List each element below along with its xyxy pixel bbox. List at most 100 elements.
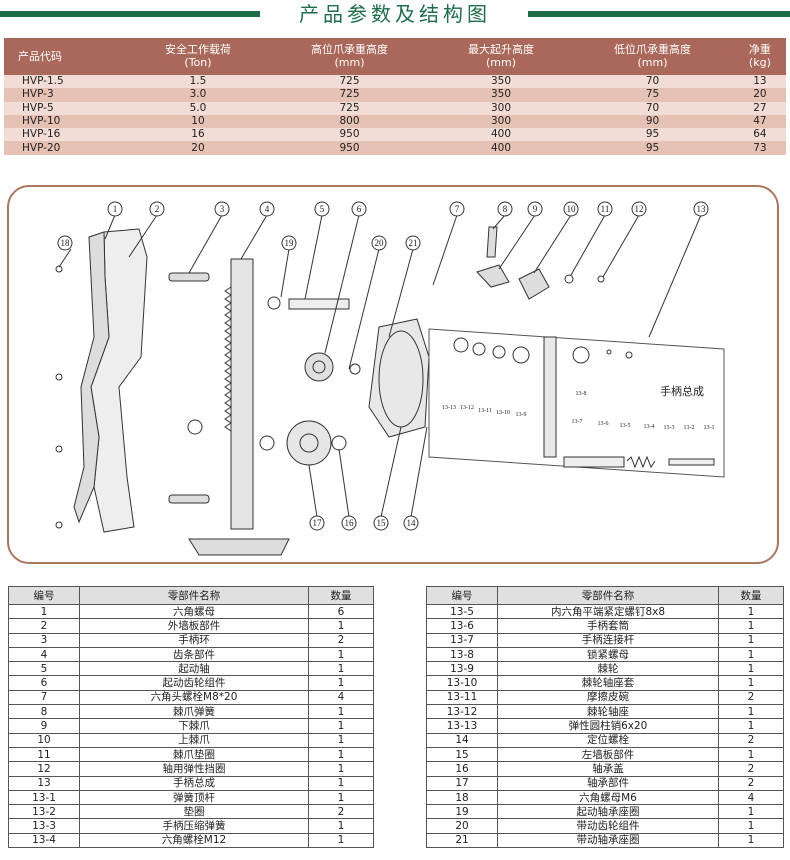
part-number: 11 bbox=[8, 746, 80, 763]
part-quantity: 1 bbox=[718, 818, 784, 834]
header-rule-left bbox=[0, 11, 260, 17]
callout-18: 18 bbox=[61, 238, 71, 248]
part-quantity: 1 bbox=[308, 618, 374, 634]
part-number: 13-4 bbox=[8, 832, 80, 849]
part-number: 7 bbox=[8, 689, 80, 706]
spec-cell: 300 bbox=[430, 114, 572, 129]
callout-13-5: 13-5 bbox=[620, 423, 631, 429]
structure-diagram: 1 2 3 4 5 6 7 8 9 10 11 12 13 18 19 20 2… bbox=[7, 185, 779, 564]
callout-1: 1 bbox=[113, 204, 118, 214]
callout-9: 9 bbox=[533, 204, 538, 214]
part-quantity: 1 bbox=[308, 818, 374, 834]
part-number: 13-13 bbox=[426, 718, 498, 734]
part-quantity: 1 bbox=[718, 603, 784, 620]
spec-col-header: 高位爪承重高度(mm) bbox=[268, 38, 431, 75]
spec-cell: 3.0 bbox=[127, 88, 269, 102]
part-number: 13-12 bbox=[426, 704, 498, 720]
part-quantity: 1 bbox=[308, 732, 374, 748]
part-number: 10 bbox=[8, 732, 80, 748]
spec-col-header: 净重(kg) bbox=[733, 38, 786, 75]
part-quantity: 1 bbox=[718, 804, 784, 820]
part-number: 13-1 bbox=[8, 789, 80, 806]
part-quantity: 1 bbox=[718, 832, 784, 849]
part-quantity: 1 bbox=[308, 646, 374, 663]
spec-cell: HVP-1.5 bbox=[4, 75, 128, 89]
part-quantity: 1 bbox=[718, 632, 784, 648]
part-quantity: 4 bbox=[308, 689, 374, 706]
spec-cell: 95 bbox=[571, 141, 734, 155]
part-name: 内六角平端紧定螺钉8x8 bbox=[497, 603, 719, 620]
spec-cell: 350 bbox=[430, 88, 572, 102]
part-name: 轴承盖 bbox=[497, 761, 719, 777]
part-number: 6 bbox=[8, 675, 80, 691]
part-number: 17 bbox=[426, 775, 498, 791]
part-number: 16 bbox=[426, 761, 498, 777]
part-quantity: 1 bbox=[308, 761, 374, 777]
part-name: 六角螺栓M12 bbox=[79, 832, 309, 849]
spec-col-header: 最大起升高度(mm) bbox=[430, 38, 572, 75]
part-number: 13-6 bbox=[426, 618, 498, 634]
part-number: 13-8 bbox=[426, 646, 498, 663]
spec-cell: HVP-10 bbox=[4, 114, 128, 129]
part-name: 六角螺母 bbox=[79, 603, 309, 620]
callout-13-2: 13-2 bbox=[684, 425, 695, 431]
part-number: 13-3 bbox=[8, 818, 80, 834]
part-number: 13-5 bbox=[426, 603, 498, 620]
part-number: 18 bbox=[426, 789, 498, 806]
part-number: 13-7 bbox=[426, 632, 498, 648]
section-header: 产品参数及结构图 bbox=[0, 0, 790, 30]
part-name: 六角螺母M6 bbox=[497, 789, 719, 806]
spec-cell: 725 bbox=[268, 101, 431, 115]
callout-17: 17 bbox=[313, 518, 323, 528]
spec-cell: 90 bbox=[571, 114, 734, 129]
spec-cell: 725 bbox=[268, 75, 431, 89]
spec-cell: 16 bbox=[127, 128, 269, 142]
callout-13-3: 13-3 bbox=[664, 425, 675, 431]
spec-cell: 73 bbox=[733, 141, 786, 155]
callout-19: 19 bbox=[285, 238, 295, 248]
spec-cell: HVP-20 bbox=[4, 141, 128, 155]
part-quantity: 2 bbox=[308, 632, 374, 648]
part-name: 锁紧螺母 bbox=[497, 646, 719, 663]
part-number: 13-2 bbox=[8, 804, 80, 820]
callout-4: 4 bbox=[265, 204, 270, 214]
callout-2: 2 bbox=[155, 204, 160, 214]
part-quantity: 1 bbox=[308, 832, 374, 849]
part-quantity: 1 bbox=[718, 618, 784, 634]
part-quantity: 1 bbox=[718, 704, 784, 720]
spec-cell: 75 bbox=[571, 88, 734, 102]
parts-col-number: 编号 bbox=[8, 586, 80, 605]
part-quantity: 2 bbox=[718, 689, 784, 706]
part-number: 21 bbox=[426, 832, 498, 849]
parts-col-name: 零部件名称 bbox=[79, 586, 309, 605]
part-number: 20 bbox=[426, 818, 498, 834]
spec-cell: 20 bbox=[127, 141, 269, 155]
spec-cell: 10 bbox=[127, 114, 269, 129]
callout-6: 6 bbox=[357, 204, 362, 214]
callout-20: 20 bbox=[375, 238, 385, 248]
part-number: 13 bbox=[8, 775, 80, 791]
callout-14: 14 bbox=[407, 518, 417, 528]
part-number: 15 bbox=[426, 746, 498, 763]
spec-cell: 800 bbox=[268, 114, 431, 129]
callout-13-9: 13-9 bbox=[516, 412, 527, 418]
part-name: 下棘爪 bbox=[79, 718, 309, 734]
spec-header-row: 产品代码 安全工作载荷(Ton) 高位爪承重高度(mm) 最大起升高度(mm) … bbox=[4, 38, 786, 75]
